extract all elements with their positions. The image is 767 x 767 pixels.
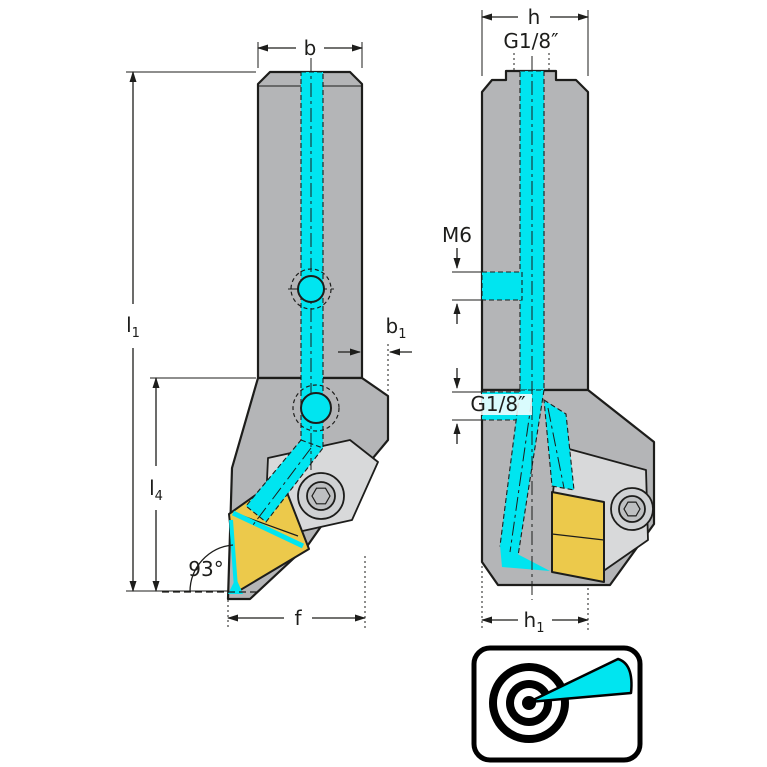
insert-split-line (551, 533, 605, 541)
dim-label-h1: h1 (524, 608, 545, 636)
centerline-right-branch-insert (547, 407, 565, 489)
dim-label-h: h (528, 5, 541, 29)
centerline-left-diagonal (252, 447, 312, 526)
coolant-spray-front-edge (229, 519, 238, 589)
torx-screw-icon (311, 487, 331, 505)
dim-label-f: f (294, 606, 302, 630)
coolant-jet-tip (228, 578, 243, 594)
coolant-beam-icon (527, 657, 633, 704)
right-clamp-screw (618, 495, 646, 523)
dim-label-b: b (304, 36, 317, 60)
label-m6: M6 (442, 223, 472, 247)
crosshole (297, 275, 325, 303)
coolant-channel-vertical-left (300, 71, 324, 449)
label-g18-top: G1/8″ (503, 29, 558, 53)
coolant-port-m6 (481, 271, 523, 301)
coolant-channel-diagonal-left (245, 439, 324, 523)
label-angle: 93° (188, 557, 223, 581)
torx-screw-icon-right (623, 501, 641, 517)
head-port-hidden-circle (292, 384, 340, 432)
dim-label-l1: l1 (126, 313, 140, 341)
left-view: b l1 l4 b1 93° f (126, 36, 412, 630)
head-coolant-port (300, 392, 332, 424)
crosshole-hidden-circle (290, 268, 332, 310)
dim-label-b1: b1 (386, 314, 407, 342)
centerline-right-branch-down (509, 397, 533, 553)
coolant-jet-lower (500, 545, 550, 571)
precision-coolant-logo (471, 645, 643, 763)
dim-label-l4: l4 (149, 476, 163, 504)
coolant-spray-top-edge (231, 510, 305, 549)
coolant-branch-to-insert (543, 398, 575, 491)
label-g18-side: G1/8″ (470, 392, 525, 416)
left-clamp-screw (306, 481, 336, 511)
right-view: h G1/8″ M6 G1/8″ h1 (442, 5, 656, 636)
angle-arc (189, 544, 234, 593)
label-g18-side-bg (464, 394, 532, 415)
